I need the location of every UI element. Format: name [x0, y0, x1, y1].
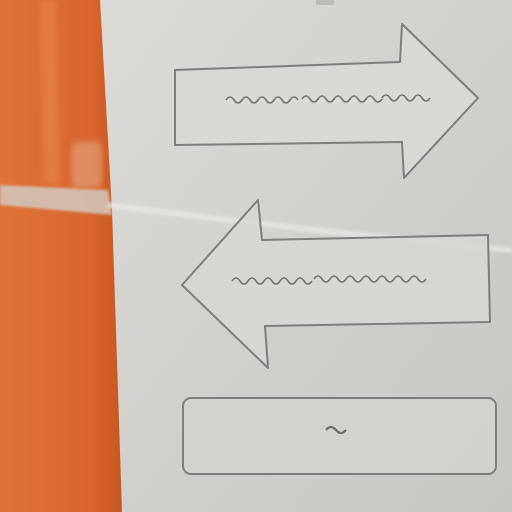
top-mark [316, 0, 334, 5]
right-arrow-sketch [174, 23, 479, 179]
paper-fold-strip [0, 185, 112, 215]
box-sketch [182, 397, 497, 475]
blurry-object [72, 142, 102, 188]
right-arrow-scribble [225, 94, 431, 104]
orange-highlight [40, 0, 60, 185]
left-arrow-scribble [231, 275, 427, 285]
left-arrow-sketch [181, 199, 491, 369]
box-scribble [325, 425, 347, 435]
